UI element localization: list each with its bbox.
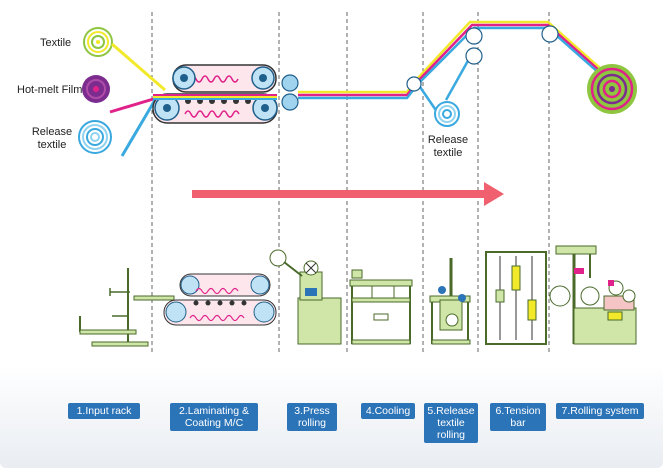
step-label-line1: 4.Cooling (365, 405, 411, 417)
release-feed-line (120, 99, 157, 157)
release-textile-label-line2: textile (37, 139, 67, 151)
mid-release-textile-label-line1: Release (427, 134, 469, 146)
step-label-line1: 3.Press (294, 405, 330, 417)
guide-roller-icon (465, 47, 483, 65)
step-label-line1: 5.Release (427, 405, 475, 417)
process-direction-arrow (192, 182, 504, 206)
hot-melt-film-label: Hot-melt Film (17, 84, 83, 96)
release-textile-label-line1: Release (31, 126, 73, 138)
press-rolling-machine (269, 249, 342, 345)
step-label-line3: rolling (436, 429, 465, 441)
textile-roll-icon (83, 27, 113, 57)
section-dividers (151, 12, 550, 352)
hot-melt-film-roll-icon (82, 75, 110, 103)
step-label-line2: bar (510, 417, 526, 429)
guide-roller-icon (465, 27, 483, 45)
press-rollers (281, 74, 299, 111)
rolling-system-machine (549, 245, 637, 345)
step-label-line2: Coating M/C (184, 417, 244, 429)
step-label-line2: textile (437, 417, 465, 429)
step-laminating-coating: 2.Laminating & Coating M/C (170, 403, 258, 431)
release-textile-roll-icon (78, 120, 112, 154)
final-roll-icon (587, 64, 637, 114)
step-label-line2: rolling (297, 417, 326, 429)
step-cooling: 4.Cooling (361, 403, 415, 419)
machine-row (79, 245, 637, 347)
mid-release-textile-label-line2: textile (433, 147, 463, 159)
step-label-line1: 6.Tension (495, 405, 541, 417)
step-label-line1: 1.Input rack (76, 405, 132, 417)
textile-label: Textile (40, 37, 72, 49)
film-feed-line (109, 95, 161, 114)
mid-release-roll-icon (434, 101, 460, 127)
cooling-machine (349, 269, 413, 345)
step-release-textile-rolling: 5.Release textile rolling (424, 403, 478, 443)
step-label-line1: 7.Rolling system (561, 405, 639, 417)
guide-roller-icon (541, 25, 559, 43)
laminating-machine-top (152, 64, 278, 124)
step-press-rolling: 3.Press rolling (287, 403, 337, 431)
step-tension-bar: 6.Tension bar (490, 403, 546, 431)
textile-feed-line (111, 42, 166, 92)
step-input-rack: 1.Input rack (68, 403, 140, 419)
release-textile-label: Release textile (30, 126, 74, 152)
step-rolling-system: 7.Rolling system (556, 403, 644, 419)
tension-bar-machine (485, 251, 547, 345)
laminating-coating-machine (163, 273, 277, 326)
step-label-line1: 2.Laminating & (178, 405, 250, 417)
release-rolling-machine (429, 258, 471, 345)
guide-roller-icon (406, 76, 422, 92)
mid-release-textile-label: Release textile (426, 134, 470, 160)
input-rack-machine (79, 268, 175, 347)
